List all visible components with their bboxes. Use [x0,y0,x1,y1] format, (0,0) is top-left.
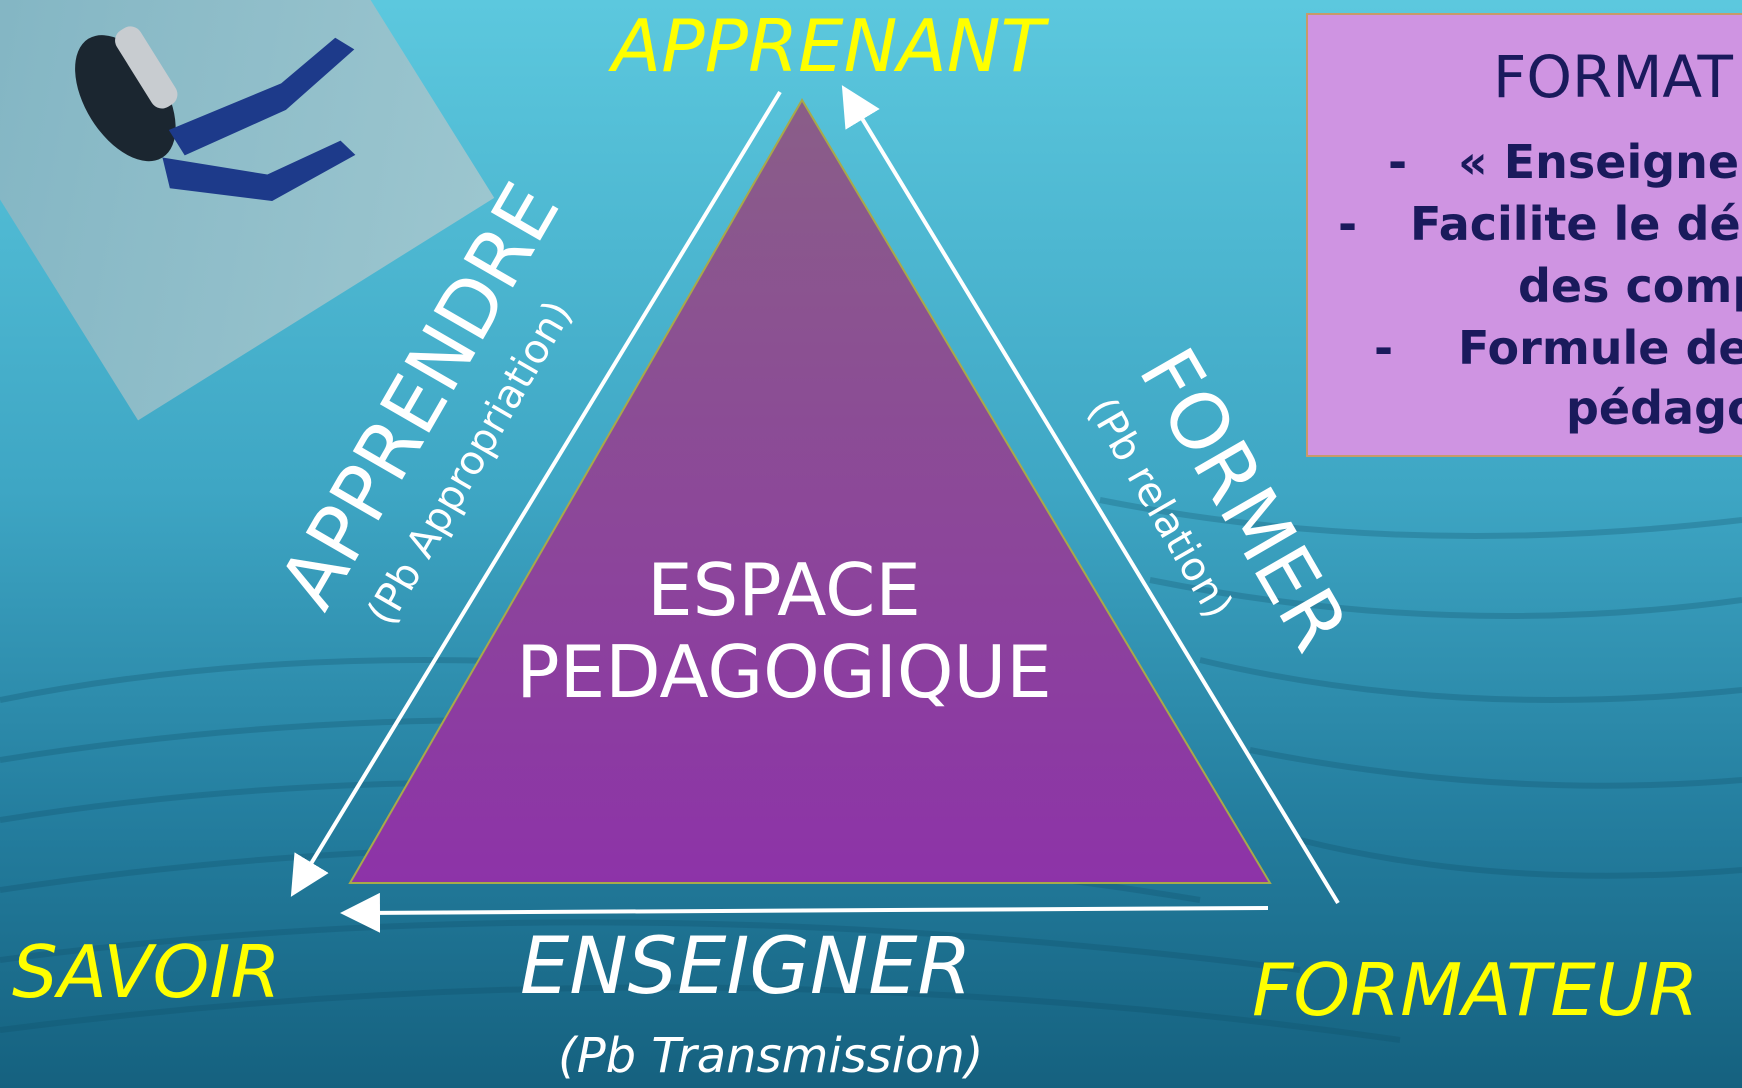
arrow-enseigner [340,892,1269,933]
info-bullet: - [1338,197,1358,251]
info-line-1: « Enseigne [1458,135,1740,189]
arrow-apprendre [290,90,782,897]
center-line-1: ESPACE [647,548,921,632]
edge-enseigner-sub: (Pb Transmission) [558,1028,984,1084]
arrow-former [841,85,1340,905]
info-bullet: - [1374,321,1394,375]
vertex-right-label: FORMATEUR [1252,948,1699,1032]
center-line-2: PEDAGOGIQUE [516,630,1052,714]
vertex-left-label: SAVOIR [12,930,281,1014]
info-bullet: - [1388,135,1408,189]
info-box-title: FORMAT [1493,43,1733,111]
pedagogical-triangle [348,98,1272,884]
info-line-2: Facilite le dé [1410,197,1741,251]
info-line-5: pédago [1566,381,1742,435]
edge-enseigner-label: ENSEIGNER [520,922,972,1012]
info-line-3: des comp [1518,259,1742,313]
diver-photo [0,0,495,421]
info-line-4: Formule de [1458,321,1742,375]
info-box: FORMAT - « Enseigne - Facilite le dé des… [1306,13,1742,457]
vertex-top-label: APPRENANT [612,4,1045,88]
